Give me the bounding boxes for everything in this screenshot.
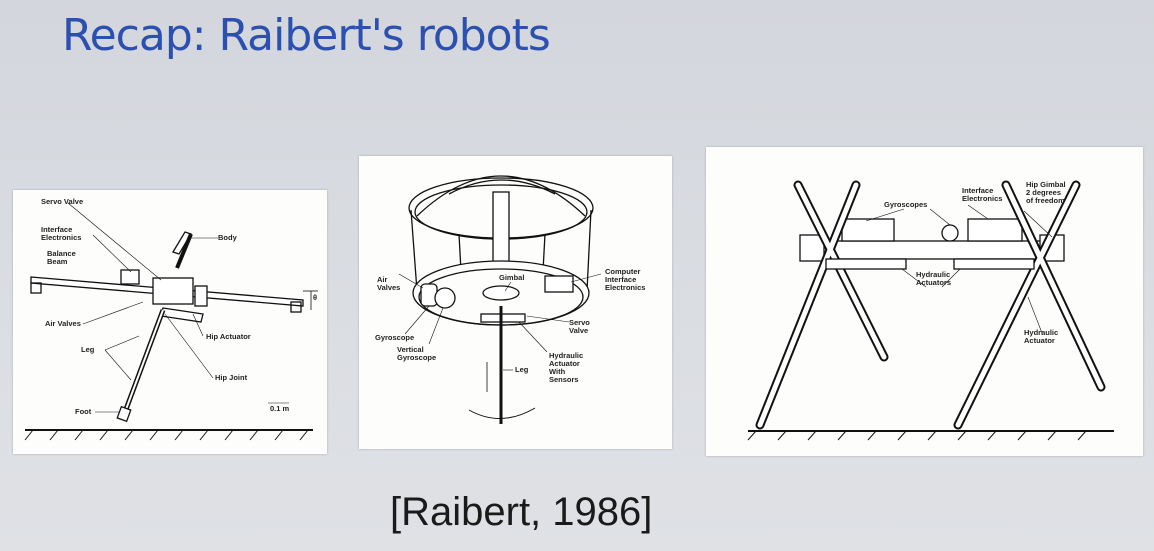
planar-hopper-figure: Servo Valve Interface Electronics Body B… — [13, 190, 327, 454]
label-hydraulic-actuator: Hydraulic Actuator With Sensors — [549, 351, 584, 384]
slide-title: Recap: Raibert's robots — [62, 10, 551, 61]
label-leg: Leg — [81, 345, 95, 354]
label-air-valves-3d: Air Valves — [377, 275, 401, 292]
label-gimbal: Gimbal — [499, 273, 525, 282]
label-servo-valve-3d: Servo Valve — [569, 318, 590, 335]
label-hydraulic-actuator-quad: Hydraulic Actuator — [1024, 328, 1059, 345]
label-theta: θ — [313, 293, 318, 302]
quadruped-drawing — [747, 180, 1114, 441]
planar-hopper-drawing — [24, 202, 318, 441]
label-servo-valve: Servo Valve — [41, 197, 84, 206]
label-leg-3d: Leg — [515, 365, 529, 374]
label-balance-beam: Balance Beam — [47, 249, 76, 266]
label-gyroscope: Gyroscope — [375, 333, 415, 342]
label-hydraulic-actuators: Hydraulic Actuators — [916, 270, 952, 287]
label-computer-interface: Computer Interface Electronics — [605, 267, 646, 292]
label-scale: 0.1 m — [270, 404, 290, 413]
label-hip-joint: Hip Joint — [215, 373, 248, 382]
3d-hopper-figure: Gimbal Computer Interface Electronics Ai… — [359, 156, 672, 449]
label-gyroscopes: Gyroscopes — [884, 200, 928, 209]
label-foot: Foot — [75, 407, 92, 416]
citation: [Raibert, 1986] — [390, 490, 653, 534]
quadruped-figure: Gyroscopes Interface Electronics Hip Gim… — [706, 147, 1143, 456]
3d-hopper-drawing — [398, 175, 602, 424]
label-air-valves: Air Valves — [45, 319, 81, 328]
label-body: Body — [218, 233, 237, 242]
label-interface-electronics: Interface Electronics — [41, 225, 82, 242]
label-vertical-gyroscope: Vertical Gyroscope — [397, 345, 437, 362]
label-hip-actuator: Hip Actuator — [206, 332, 251, 341]
label-interface-electronics-quad: Interface Electronics — [962, 186, 1003, 203]
label-hip-gimbal: Hip Gimbal 2 degrees of freedom — [1026, 180, 1066, 205]
